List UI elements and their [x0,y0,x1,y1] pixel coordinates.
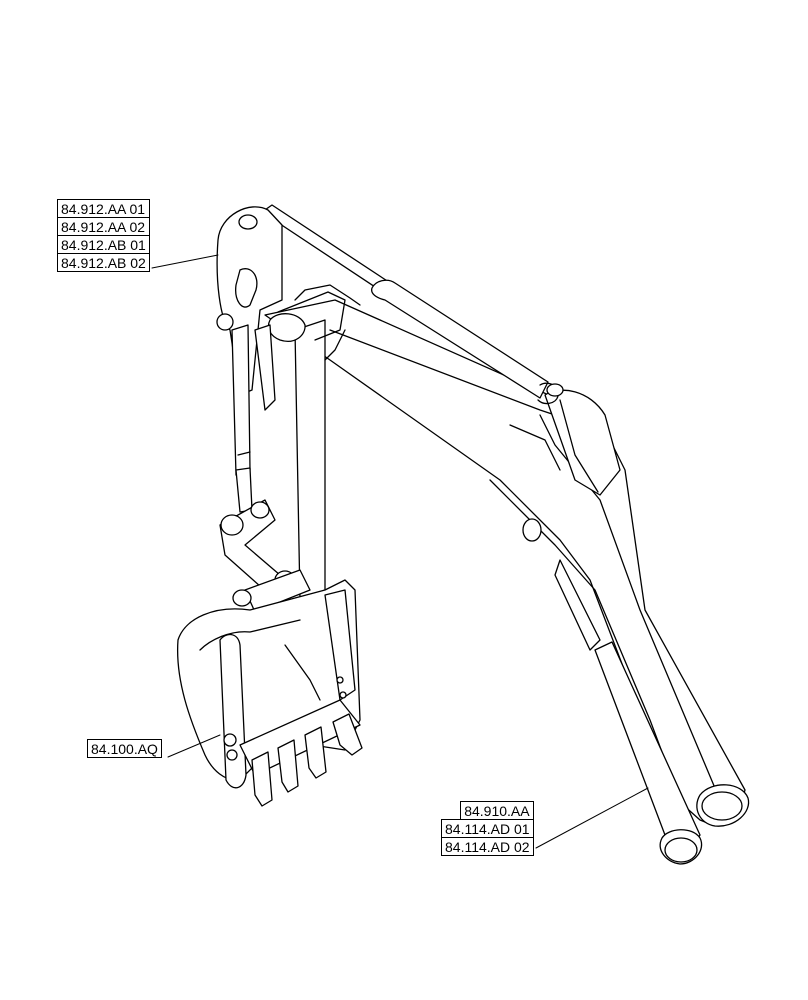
callout-label[interactable]: 84.114.AD 02 [441,837,534,856]
callout-label[interactable]: 84.100.AQ [87,739,162,758]
callout-label[interactable]: 84.114.AD 01 [441,819,534,838]
callout-group-bottom: 84.910.AA 84.114.AD 01 84.114.AD 02 [441,801,534,856]
leader-line-bucket [167,734,221,758]
bucket-cylinder [231,324,253,513]
bucket-tooth [277,739,299,793]
bucket-tooth [251,751,273,807]
leader-line-top [151,254,219,269]
bucket [176,579,363,807]
callout-label[interactable]: 84.910.AA [460,801,534,820]
boom [264,299,750,827]
callout-group-top: 84.912.AA 01 84.912.AA 02 84.912.AB 01 8… [57,199,150,272]
callout-group-bucket: 84.100.AQ [87,739,162,758]
callout-label[interactable]: 84.912.AB 01 [57,235,150,254]
leader-lines [151,254,649,849]
boom-cylinder [554,559,703,865]
callout-label[interactable]: 84.912.AA 02 [57,217,150,236]
bucket-tooth [332,713,363,756]
bucket-tooth [304,726,327,779]
arm-cylinder [261,204,564,405]
callout-label[interactable]: 84.912.AA 01 [57,199,150,218]
leader-line-bottom [535,787,649,849]
callout-label[interactable]: 84.912.AB 02 [57,253,150,272]
